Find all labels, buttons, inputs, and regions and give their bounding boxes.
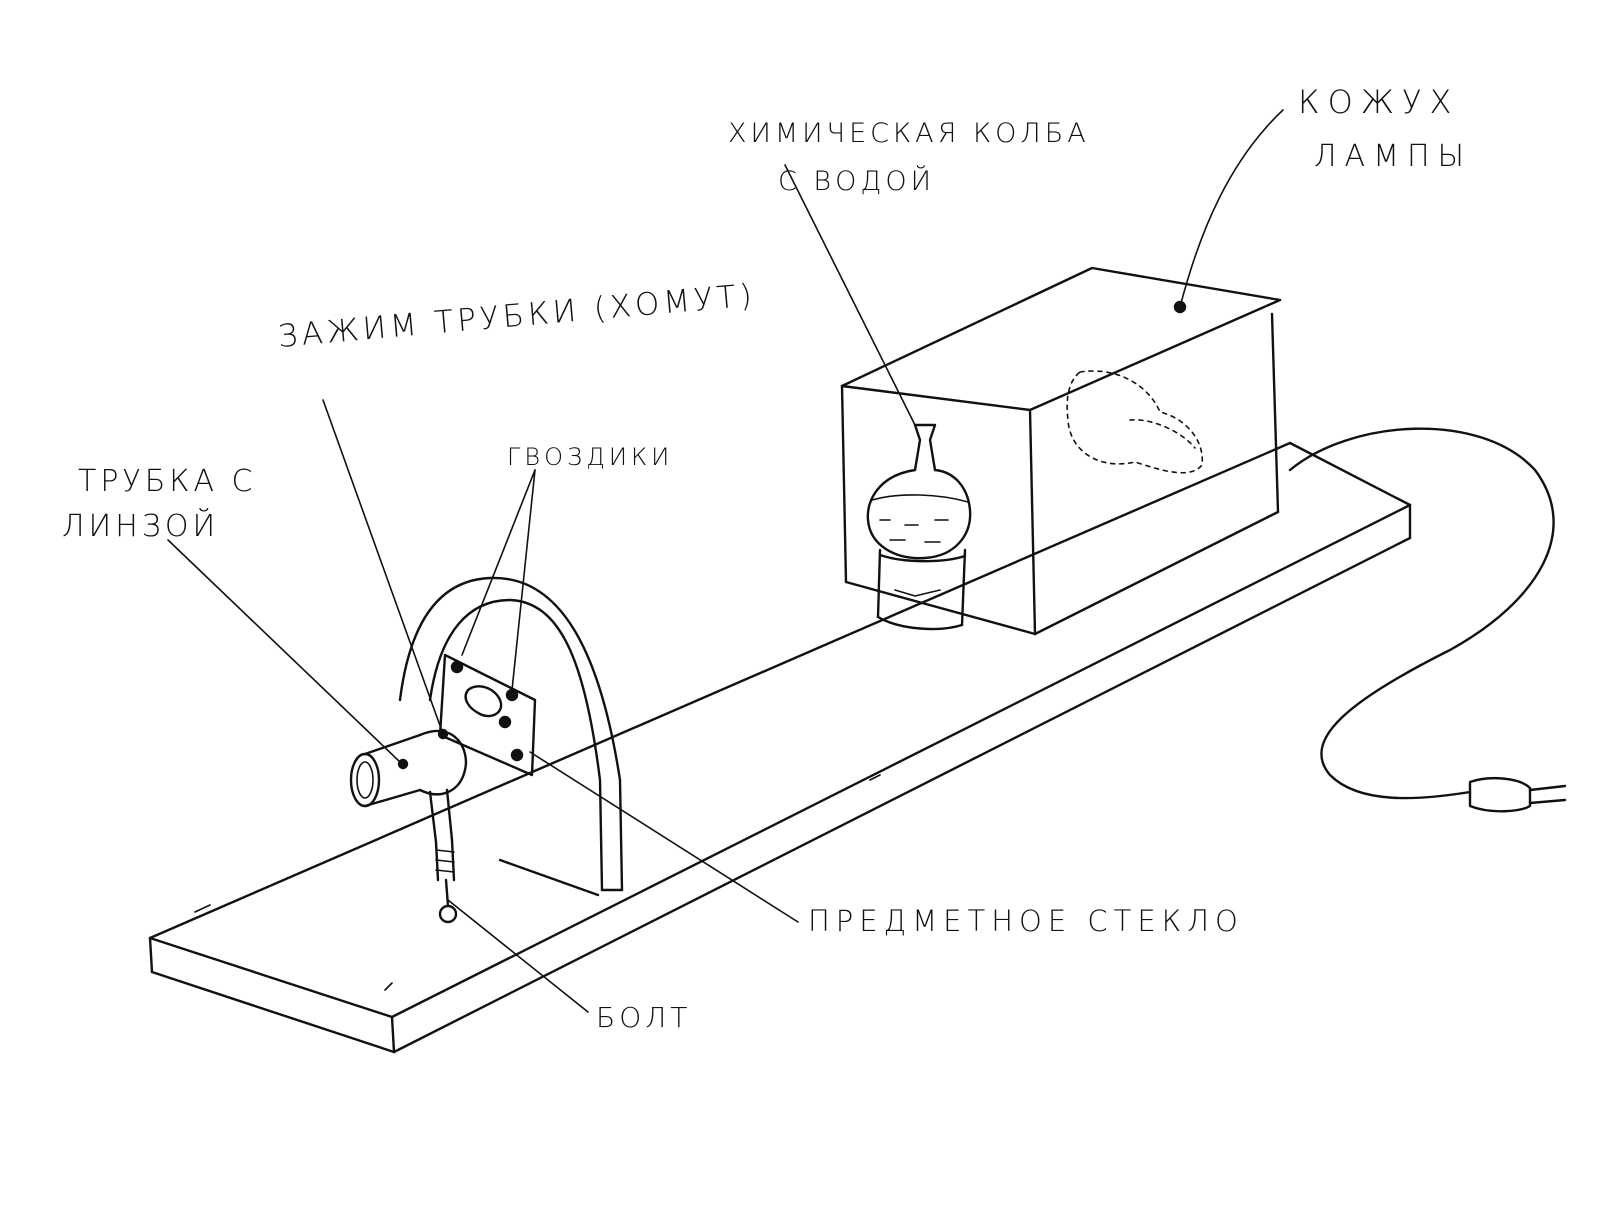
slide-glass-label: ПРЕДМЕТНОЕ СТЕКЛО xyxy=(808,903,1244,939)
bolt-label: БОЛТ xyxy=(596,1000,691,1035)
lens-tube xyxy=(349,728,468,924)
lamp-housing xyxy=(840,266,1282,636)
lamp-housing-label: КОЖУХ xyxy=(1298,82,1459,122)
power-cord xyxy=(1288,427,1567,813)
slide-glass-label-text: ПРЕДМЕТНОЕ СТЕКЛО xyxy=(808,904,1244,938)
flask-label: ХИМИЧЕСКАЯ КОЛБА xyxy=(728,117,1090,151)
nails-label: ГВОЗДИКИ xyxy=(507,442,673,472)
leader-lines xyxy=(167,109,1284,1013)
tube-label: ТРУБКА С xyxy=(78,463,257,501)
slide-glass xyxy=(438,653,537,777)
tube-label-line2: ЛИНЗОЙ xyxy=(62,509,220,544)
arch-holder xyxy=(398,576,624,897)
lamp-housing-label-2: ЛАМПЫ xyxy=(1314,138,1472,176)
tube-label-2: ЛИНЗОЙ xyxy=(62,508,219,546)
lamp-housing-label-line1: КОЖУХ xyxy=(1298,83,1460,121)
flask-label-line2: С ВОДОЙ xyxy=(778,166,935,197)
base-board xyxy=(148,441,1412,1054)
nails-label-text: ГВОЗДИКИ xyxy=(507,443,674,471)
lamp-housing-label-line2: ЛАМПЫ xyxy=(1314,139,1472,174)
flask-with-water xyxy=(866,423,972,631)
flask-label-2: С ВОДОЙ xyxy=(778,165,935,199)
flask-label-line1: ХИМИЧЕСКАЯ КОЛБА xyxy=(728,118,1090,149)
bolt-label-text: БОЛТ xyxy=(596,1001,692,1034)
tube-label-line1: ТРУБКА С xyxy=(78,464,257,499)
